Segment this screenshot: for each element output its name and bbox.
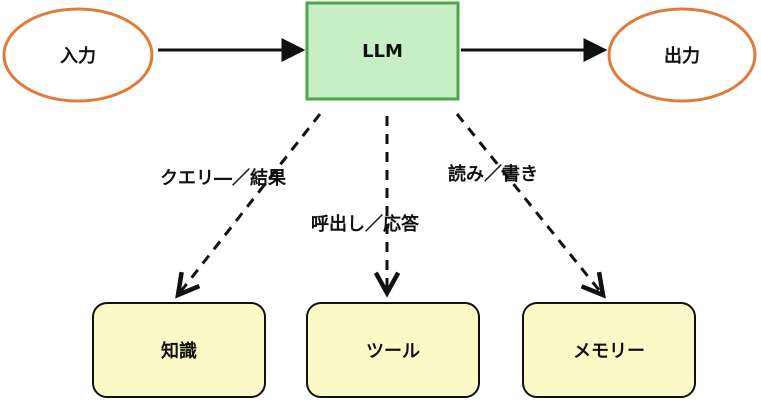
read-write-edge-label: 読み／書き [448,164,538,185]
knowledge-node-shape [92,302,266,398]
tool-node-label: ツール [366,341,420,362]
query-result-edge-label: クエリ―／結果 [160,168,286,189]
llm-node-label: LLM [362,40,403,62]
output-node-shape [607,7,757,103]
knowledge-node-label: 知識 [161,341,197,362]
input-node-shape [2,7,154,103]
output-node-label: 出力 [664,46,700,67]
llm-to-knowledge-arrow [178,113,322,295]
call-response-edge-label: 呼出し／応答 [311,214,419,235]
tool-node-shape [306,302,480,398]
memory-node-shape [522,302,696,398]
llm-node-shape [305,1,460,101]
memory-node-label: メモリー [573,341,645,362]
llm-to-memory-arrow [455,113,603,295]
input-node-label: 入力 [60,46,96,67]
